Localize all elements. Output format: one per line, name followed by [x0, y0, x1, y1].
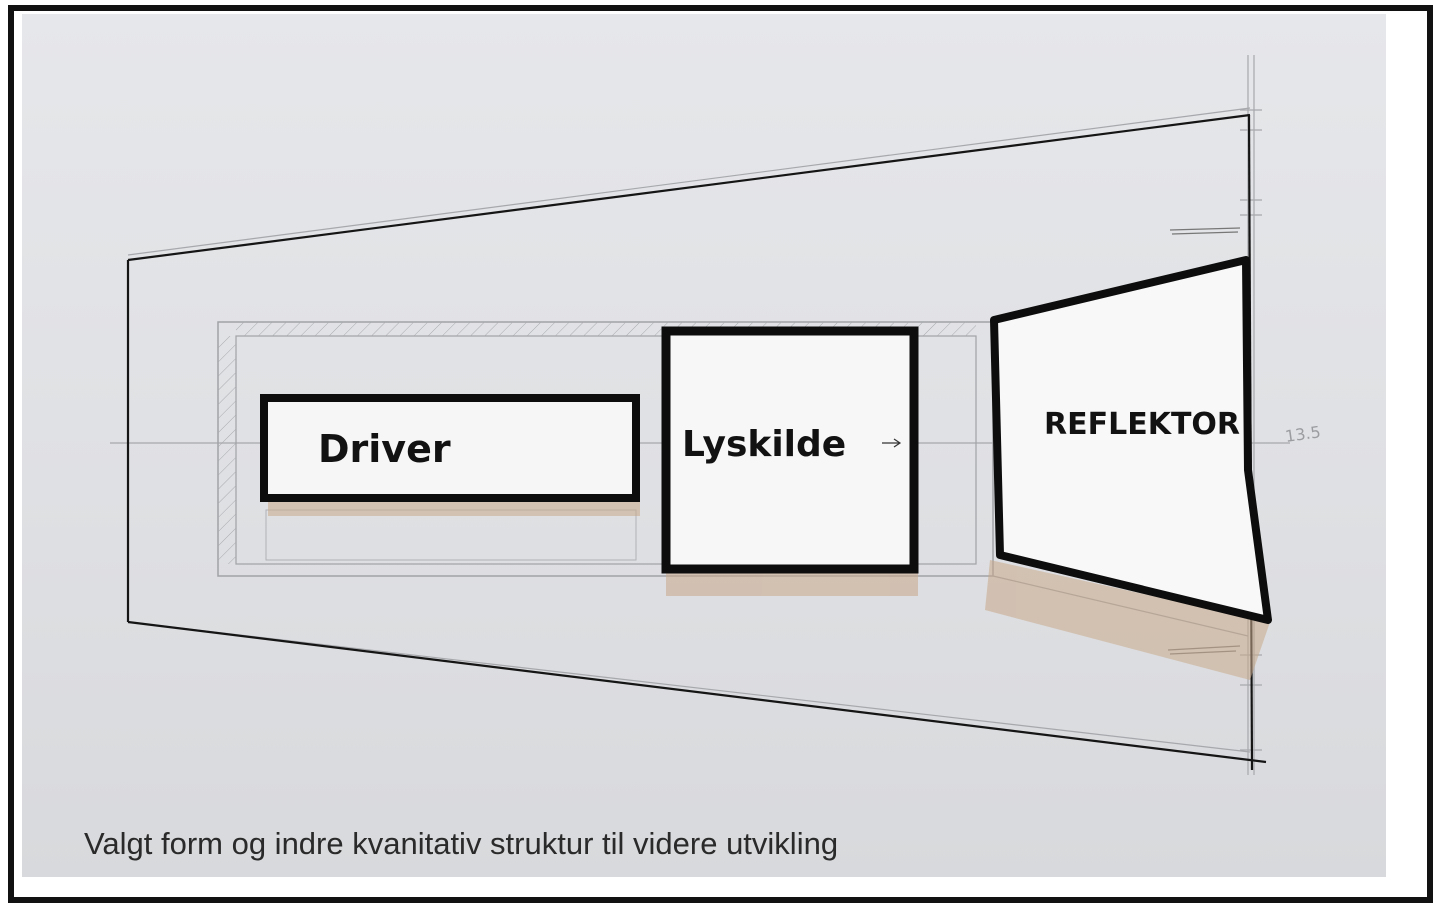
figure-caption: Valgt form og indre kvanitativ struktur …	[84, 826, 838, 862]
dimension-note: 13.5	[1284, 422, 1322, 446]
reflektor-block: REFLEKTOR	[994, 260, 1268, 620]
lyskilde-block: Lyskilde	[666, 331, 914, 569]
driver-block: Driver	[264, 398, 636, 498]
lyskilde-label: Lyskilde	[682, 424, 846, 465]
driver-label: Driver	[318, 427, 451, 471]
reflektor-label: REFLEKTOR	[1044, 407, 1240, 442]
